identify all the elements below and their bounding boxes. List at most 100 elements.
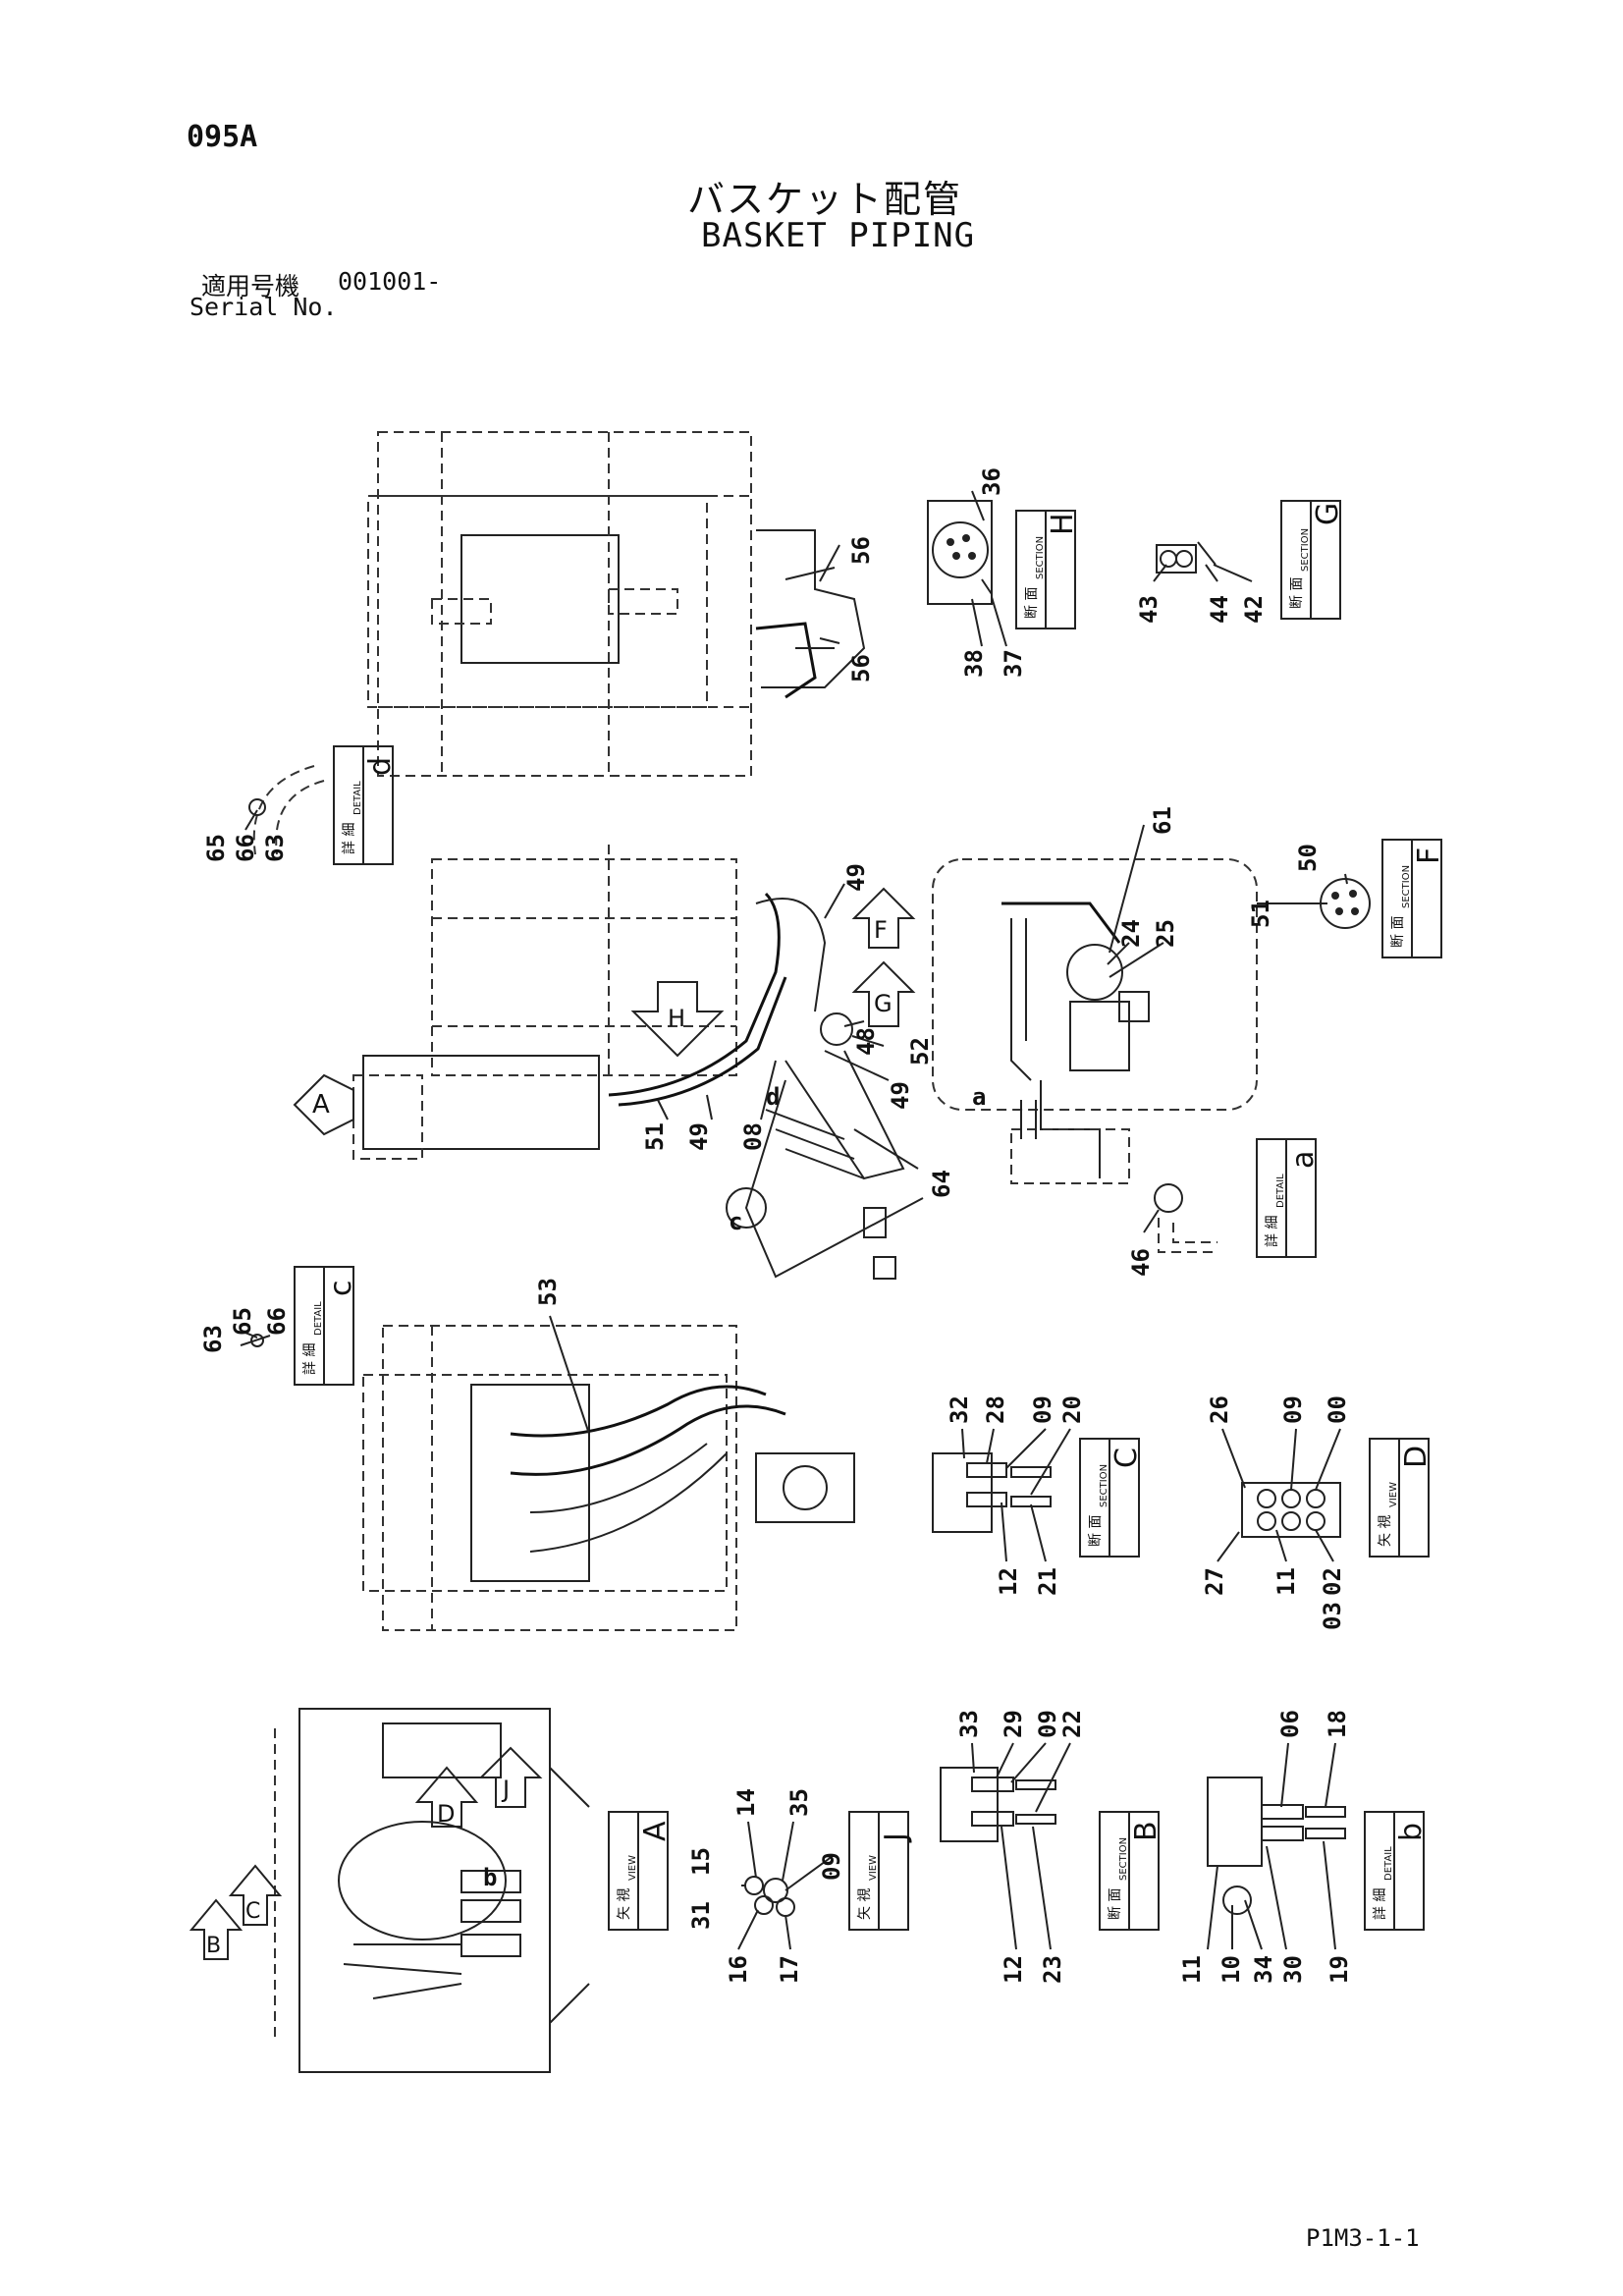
serial-label-english: Serial No. <box>189 293 338 321</box>
svg-text:DETAIL: DETAIL <box>352 781 363 815</box>
callout-51: 51 <box>641 1122 669 1151</box>
callout-20: 20 <box>1058 1395 1086 1424</box>
serial-label-japanese: 適用号機 <box>201 272 300 301</box>
svg-text:矢 視: 矢 視 <box>857 1888 873 1920</box>
arrow-letter-c: C <box>245 1899 260 1924</box>
page-code: 095A <box>187 120 258 154</box>
callout-25: 25 <box>1152 919 1179 948</box>
view-arrow-a: A <box>293 1073 354 1136</box>
svg-text:H: H <box>1046 513 1080 535</box>
callout-49: 49 <box>842 863 870 892</box>
callout-49: 49 <box>887 1081 914 1110</box>
view-arrow-c: C <box>228 1864 283 1926</box>
basket-top-view <box>367 431 866 777</box>
callout-18: 18 <box>1324 1710 1351 1738</box>
tag-section-g: 断 面 SECTION G <box>1280 500 1345 620</box>
callout-19: 19 <box>1325 1955 1353 1984</box>
callout-34: 34 <box>1250 1955 1277 1984</box>
arrow-letter-a: A <box>312 1090 330 1120</box>
tag-view-j: 矢 視 VIEW J <box>848 1811 913 1931</box>
detail-letter-c: c <box>729 1208 742 1235</box>
leader-lines <box>240 490 1348 1950</box>
callout-56: 56 <box>847 536 875 565</box>
callout-03: 03 <box>1319 1602 1346 1630</box>
basket-hose-view <box>362 1325 855 1631</box>
callout-48: 48 <box>852 1027 880 1056</box>
valve-plate-view <box>932 858 1258 1184</box>
callout-26: 26 <box>1206 1395 1233 1424</box>
arrow-letter-f: F <box>874 916 888 944</box>
tag-section-b: 断 面 SECTION B <box>1099 1811 1163 1931</box>
callout-11: 11 <box>1178 1955 1206 1984</box>
svg-text:b: b <box>1394 1823 1429 1841</box>
callout-09: 09 <box>818 1852 845 1881</box>
callout-52: 52 <box>906 1037 934 1066</box>
tag-section-c: 断 面 SECTION C <box>1079 1438 1144 1558</box>
svg-text:詳 細: 詳 細 <box>342 823 357 854</box>
callout-15: 15 <box>687 1847 715 1876</box>
callout-66: 66 <box>232 834 259 862</box>
svg-text:A: A <box>638 1821 673 1841</box>
svg-text:矢 視: 矢 視 <box>617 1888 632 1920</box>
callout-53: 53 <box>534 1278 562 1306</box>
svg-text:SECTION: SECTION <box>1099 1464 1109 1507</box>
tag-detail-a: 詳 細 DETAIL a <box>1256 1138 1321 1258</box>
callout-46: 46 <box>1127 1248 1155 1277</box>
callout-32: 32 <box>946 1395 973 1424</box>
svg-text:断 面: 断 面 <box>1108 1888 1123 1920</box>
callout-27: 27 <box>1201 1567 1228 1596</box>
callout-66: 66 <box>263 1307 291 1336</box>
svg-text:SECTION: SECTION <box>1300 528 1311 572</box>
callout-08: 08 <box>739 1122 767 1151</box>
svg-text:SECTION: SECTION <box>1035 536 1046 579</box>
serial-number-value: 001001- <box>338 267 442 296</box>
callout-51: 51 <box>1247 900 1274 928</box>
svg-text:c: c <box>324 1281 358 1297</box>
callout-33: 33 <box>955 1710 983 1738</box>
callout-00: 00 <box>1324 1395 1351 1424</box>
svg-text:B: B <box>1129 1821 1163 1841</box>
callout-49: 49 <box>685 1122 713 1151</box>
arrow-letter-j: J <box>501 1776 510 1803</box>
callout-23: 23 <box>1039 1955 1066 1984</box>
svg-text:F: F <box>1412 847 1446 864</box>
svg-text:矢 視: 矢 視 <box>1378 1515 1393 1547</box>
callout-29: 29 <box>1000 1710 1027 1738</box>
callout-37: 37 <box>1000 649 1027 678</box>
detail-c-drawing <box>240 1334 271 1347</box>
tag-view-d: 矢 視 VIEW D <box>1369 1438 1434 1558</box>
detail-a-drawing <box>1154 1183 1217 1253</box>
callout-11: 11 <box>1272 1567 1300 1596</box>
callout-36: 36 <box>978 467 1005 496</box>
callout-12: 12 <box>995 1567 1022 1596</box>
basket-side-view <box>352 845 924 1280</box>
callout-63: 63 <box>199 1325 227 1353</box>
callout-56: 56 <box>847 654 875 683</box>
view-j-detail <box>744 1876 795 1917</box>
svg-text:DETAIL: DETAIL <box>1275 1174 1286 1208</box>
svg-text:C: C <box>1109 1448 1144 1468</box>
page-footer-code: P1M3-1-1 <box>1306 2224 1420 2252</box>
svg-text:VIEW: VIEW <box>627 1855 638 1881</box>
view-d-detail <box>1241 1482 1341 1538</box>
callout-12: 12 <box>1000 1955 1027 1984</box>
view-arrow-j: J <box>478 1746 543 1808</box>
arrow-letter-g: G <box>874 990 893 1017</box>
svg-text:断 面: 断 面 <box>1289 577 1305 609</box>
callout-24: 24 <box>1117 919 1145 948</box>
callout-14: 14 <box>732 1788 760 1817</box>
view-arrow-b: B <box>189 1898 243 1960</box>
detail-letter-b: b <box>483 1864 497 1891</box>
svg-text:断 面: 断 面 <box>1390 916 1406 948</box>
tag-detail-d: 詳 細 DETAIL d <box>333 745 398 865</box>
view-arrow-h: H <box>630 981 725 1058</box>
view-arrow-d: D <box>414 1766 479 1828</box>
title-japanese: バスケット配管 <box>687 178 963 221</box>
callout-31: 31 <box>687 1901 715 1930</box>
callout-44: 44 <box>1206 595 1233 624</box>
svg-text:SECTION: SECTION <box>1118 1837 1129 1881</box>
callout-30: 30 <box>1279 1955 1307 1984</box>
callout-42: 42 <box>1240 595 1268 624</box>
callout-22: 22 <box>1058 1710 1086 1738</box>
callout-63: 63 <box>261 834 289 862</box>
